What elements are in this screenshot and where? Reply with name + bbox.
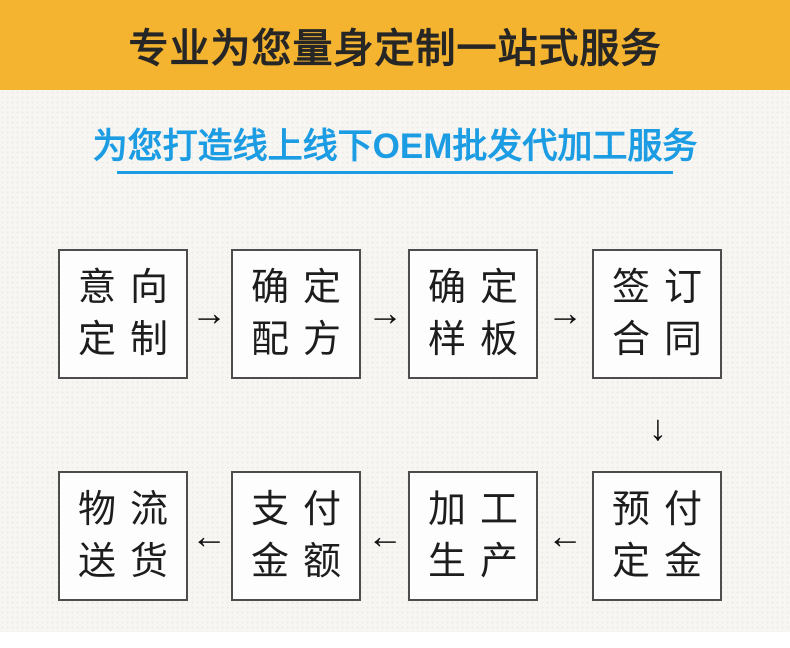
step-confirm-sample: 确定 样板 [408,249,538,379]
step-confirm-formula: 确定 配方 [231,249,361,379]
step-label-line: 定制 [77,319,182,361]
step-label-line: 送货 [77,541,182,583]
step-label-line: 意向 [77,267,182,309]
arrow-right-icon: → [191,292,227,333]
step-label-line: 支付 [250,489,355,531]
step-pay-amount: 支付 金额 [231,471,361,601]
subtitle-underline [117,171,673,174]
arrow-left-icon: ← [191,515,227,556]
step-label-line: 样板 [427,319,532,361]
step-label-line: 确定 [250,267,355,309]
step-label-line: 合同 [611,319,716,361]
step-label-line: 配方 [250,319,355,361]
step-processing-production: 加工 生产 [408,471,538,601]
banner-title: 专业为您量身定制一站式服务 [128,27,662,71]
step-intent-customization: 意向 定制 [58,249,188,379]
step-prepay-deposit: 预付 定金 [592,471,722,601]
step-logistics-delivery: 物流 送货 [58,471,188,601]
step-label-line: 定金 [611,541,716,583]
step-label-line: 确定 [427,267,532,309]
arrow-right-icon: → [547,292,583,333]
step-label-line: 预付 [611,489,716,531]
promo-banner: 专业为您量身定制一站式服务 [0,0,790,90]
arrow-right-icon: → [367,292,403,333]
step-label-line: 金额 [250,541,355,583]
subtitle: 为您打造线上线下OEM批发代加工服务 [92,127,698,166]
arrow-left-icon: ← [547,515,583,556]
step-label-line: 生产 [427,541,532,583]
step-label-line: 签订 [611,267,716,309]
arrow-left-icon: ← [367,515,403,556]
arrow-down-icon: ↓ [649,407,667,448]
step-label-line: 加工 [427,489,532,531]
step-sign-contract: 签订 合同 [592,249,722,379]
step-label-line: 物流 [77,489,182,531]
